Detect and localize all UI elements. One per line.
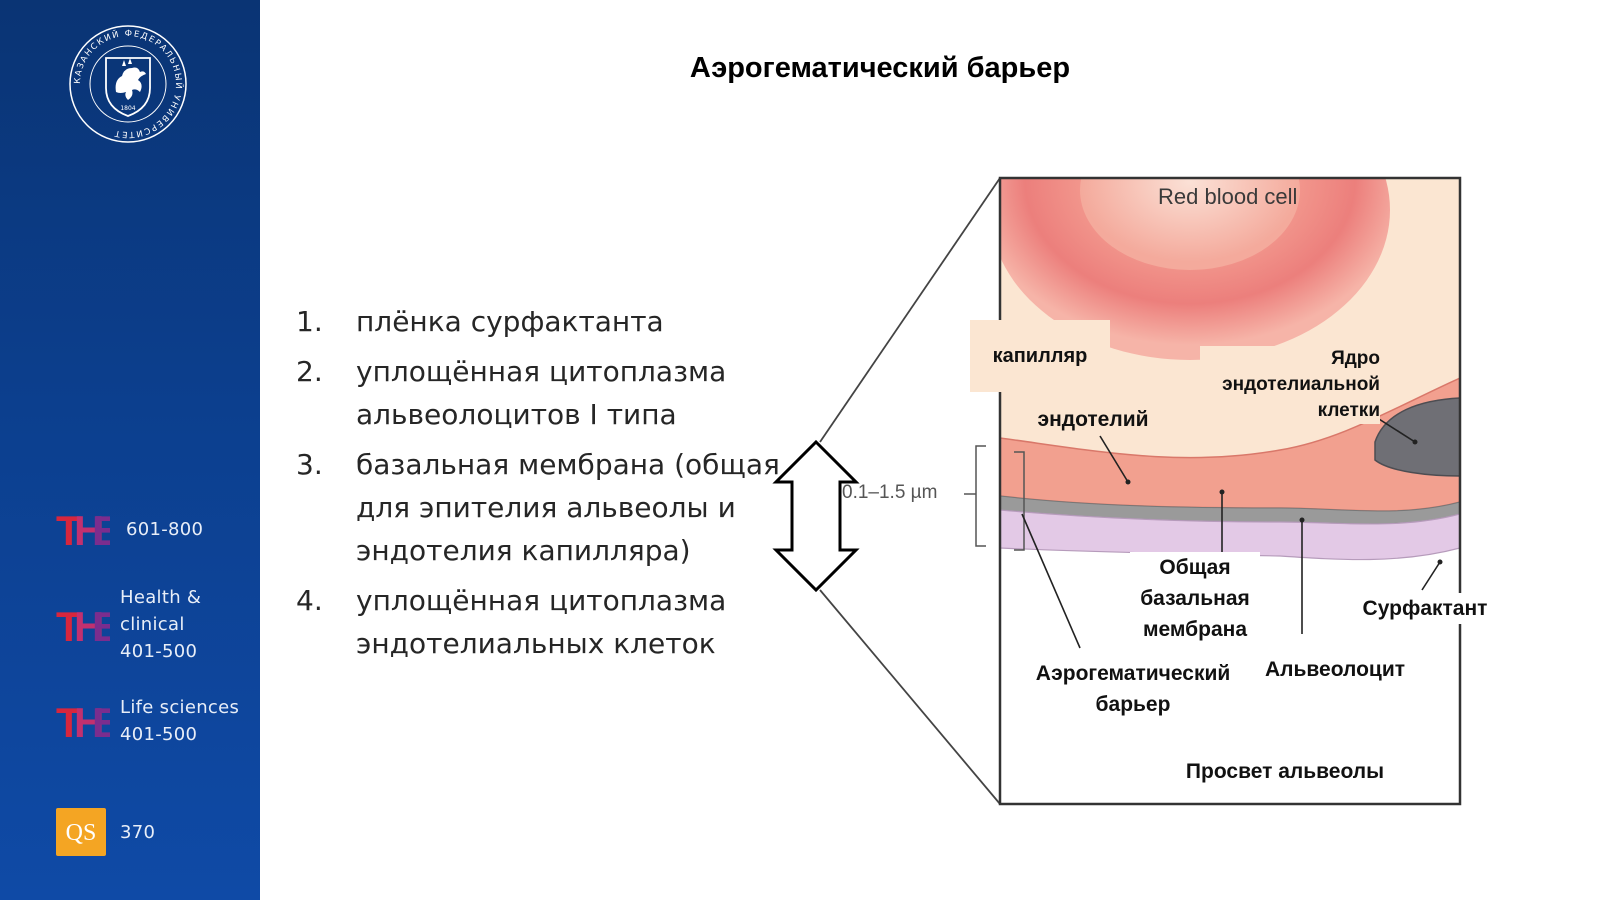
slide-title: Аэрогематический барьер bbox=[689, 52, 1071, 84]
kfu-leopard-crest-icon bbox=[115, 58, 146, 100]
pointer-endothelium bbox=[1099, 435, 1129, 483]
list-item-text: уплощённая цитоплазма альвеолоцитов I ти… bbox=[356, 355, 727, 431]
sidebar: КАЗАНСКИЙ ФЕДЕРАЛЬНЫЙ УНИВЕРСИТЕТ 1804 T… bbox=[0, 0, 260, 900]
list-item-number: 1. bbox=[296, 305, 323, 338]
pointer-barrier bbox=[1021, 513, 1081, 649]
list-item: 3. базальная мембрана (общая для эпители… bbox=[296, 443, 796, 572]
endothelial-nucleus-label: Ядро эндотелиальной клетки bbox=[1200, 346, 1380, 424]
surfactant-label: Сурфактант bbox=[1348, 593, 1502, 624]
alveolocyte-label: Альвеолоцит bbox=[1264, 658, 1406, 681]
endothelium-label: эндотелий bbox=[1037, 408, 1149, 431]
ranking-text: 601-800 bbox=[126, 518, 204, 540]
pointer-surfactant bbox=[1421, 561, 1441, 591]
the-ranking-logo: T H E bbox=[56, 603, 110, 649]
svg-text:E: E bbox=[92, 603, 110, 649]
diagram-frame bbox=[998, 176, 1462, 806]
endothelial-nucleus bbox=[1374, 397, 1460, 477]
list-item-number: 4. bbox=[296, 584, 323, 617]
logo-year: 1804 bbox=[120, 105, 135, 112]
university-logo: КАЗАНСКИЙ ФЕДЕРАЛЬНЫЙ УНИВЕРСИТЕТ 1804 bbox=[69, 25, 187, 143]
qs-ranking-logo: QS bbox=[56, 808, 106, 856]
barrier-layers-list: 1. плёнка сурфактанта 2. уплощённая цито… bbox=[296, 300, 796, 672]
barrier-label: Аэрогематический барьер bbox=[1035, 662, 1231, 716]
ranking-text: Health & clinical 401-500 bbox=[120, 587, 202, 662]
zoom-line-top bbox=[819, 177, 1001, 443]
ranking-text: 370 bbox=[120, 821, 156, 843]
scale-bracket bbox=[975, 445, 986, 547]
list-item: 4. уплощённая цитоплазма эндотелиальных … bbox=[296, 579, 796, 665]
list-item: 2. уплощённая цитоплазма альвеолоцитов I… bbox=[296, 350, 796, 436]
svg-text:E: E bbox=[92, 699, 110, 745]
double-arrow-icon bbox=[772, 439, 860, 593]
barrier-bracket bbox=[1014, 451, 1025, 551]
air-blood-barrier-diagram: Red blood cell 0.1–1.5 µm капилляр Ядро … bbox=[760, 150, 1520, 830]
capillary-label: капилляр bbox=[970, 320, 1110, 392]
list-item-text: плёнка сурфактанта bbox=[356, 305, 664, 338]
basal-membrane-label: Общая базальная мембрана bbox=[1130, 552, 1260, 645]
scale-label: 0.1–1.5 µm bbox=[842, 482, 938, 503]
ranking-text: Life sciences 401-500 bbox=[120, 697, 240, 745]
red-blood-cell-label: Red blood cell bbox=[1158, 184, 1298, 209]
list-item-number: 2. bbox=[296, 355, 323, 388]
the-ranking-logo: T H E bbox=[56, 699, 110, 745]
ranking-row: QS 370 bbox=[56, 808, 155, 856]
alveolar-lumen-label: Просвет альвеолы bbox=[1185, 760, 1385, 783]
ranking-row: T H E Life sciences 401-500 bbox=[56, 694, 239, 748]
list-item: 1. плёнка сурфактанта bbox=[296, 300, 796, 343]
svg-text:E: E bbox=[92, 507, 110, 553]
zoom-line-bottom bbox=[819, 589, 1001, 805]
ranking-row: T H E 601-800 bbox=[56, 505, 203, 553]
list-item-text: базальная мембрана (общая для эпителия а… bbox=[356, 448, 780, 567]
ranking-row: T H E Health & clinical 401-500 bbox=[56, 584, 201, 665]
list-item-text: уплощённая цитоплазма эндотелиальных кле… bbox=[356, 584, 727, 660]
the-ranking-logo: T H E bbox=[56, 507, 110, 553]
list-item-number: 3. bbox=[296, 448, 323, 481]
svg-text:QS: QS bbox=[66, 820, 97, 846]
